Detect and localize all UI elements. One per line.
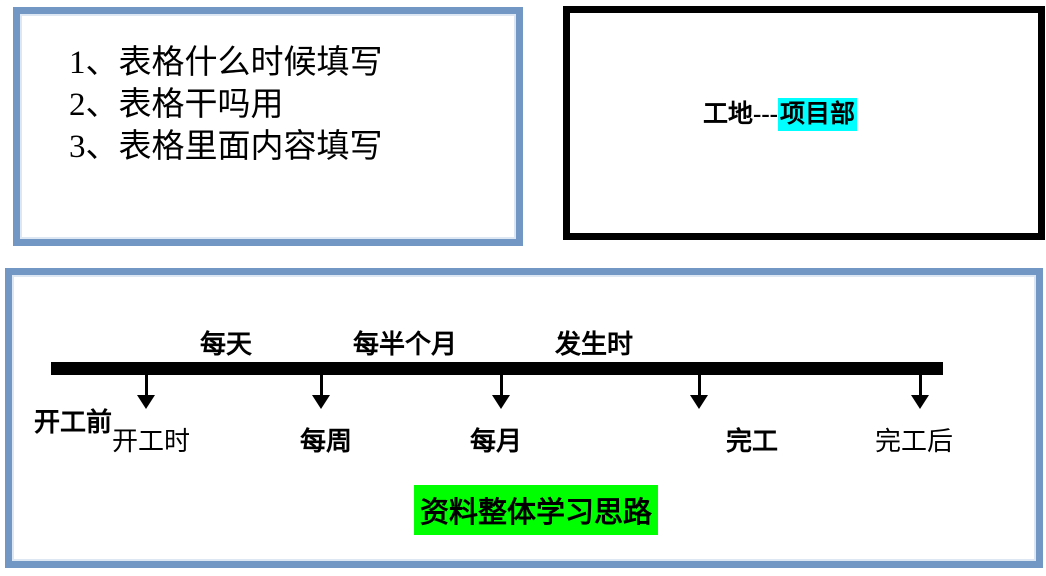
timeline-label-completion: 完工 — [725, 426, 779, 456]
note-line-1: 1、表格什么时候填写 — [69, 45, 383, 81]
timeline-label-after-completion: 完工后 — [874, 427, 954, 456]
down-arrow-icon-1 — [137, 375, 155, 409]
timeline-panel: 每天 每半个月 发生时 开工前 开工时 每周 每月 完工 完工后 资料整体学习思… — [5, 268, 1043, 568]
note-line-2: 2、表格干吗用 — [69, 87, 284, 123]
timeline-label-on-occurrence: 发生时 — [554, 329, 634, 359]
site-panel: 工地---项目部 — [563, 6, 1045, 240]
timeline-caption: 资料整体学习思路 — [414, 485, 659, 535]
site-text-highlight: 项目部 — [777, 98, 857, 131]
timeline-label-half-monthly: 每半个月 — [352, 329, 458, 359]
timeline-label-before-start: 开工前 — [34, 407, 113, 437]
notes-list: 1、表格什么时候填写 2、表格干吗用 3、表格里面内容填写 — [20, 14, 516, 168]
timeline-label-at-start: 开工时 — [112, 427, 191, 456]
timeline-label-daily: 每天 — [199, 329, 253, 359]
site-text-prefix: 工地--- — [703, 101, 778, 128]
down-arrow-icon-4 — [690, 375, 708, 409]
note-line-3: 3、表格里面内容填写 — [69, 129, 383, 165]
down-arrow-icon-3 — [492, 375, 510, 409]
timeline-bar — [51, 362, 943, 375]
timeline-label-monthly: 每月 — [469, 426, 523, 456]
down-arrow-icon-5 — [911, 375, 929, 409]
notes-panel: 1、表格什么时候填写 2、表格干吗用 3、表格里面内容填写 — [13, 7, 523, 246]
down-arrow-icon-2 — [312, 375, 330, 409]
timeline-label-weekly: 每周 — [299, 426, 353, 456]
site-text: 工地---项目部 — [570, 94, 1038, 131]
